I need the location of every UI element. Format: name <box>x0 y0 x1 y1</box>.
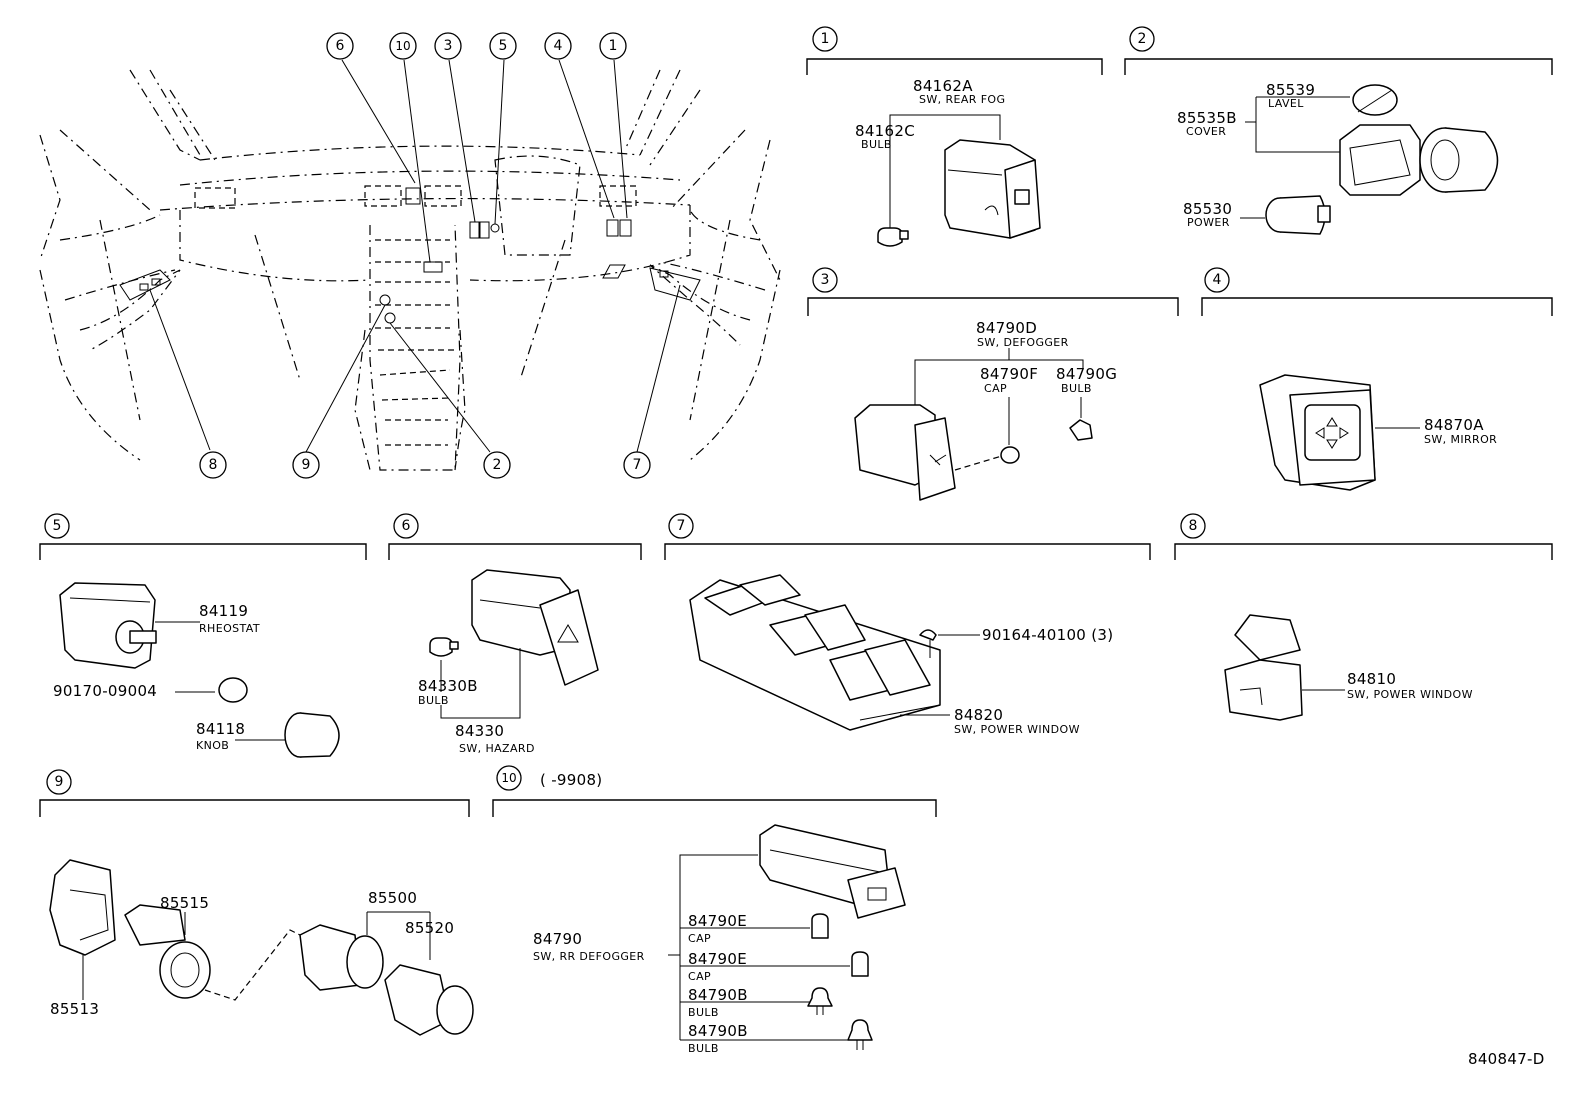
svg-text:84870A: 84870A <box>1424 416 1484 434</box>
svg-text:85530: 85530 <box>1183 200 1232 218</box>
svg-text:2: 2 <box>493 457 502 473</box>
svg-text:POWER: POWER <box>1187 216 1230 229</box>
svg-text:7: 7 <box>633 457 642 473</box>
dashboard-overview <box>39 59 781 471</box>
svg-text:SW, RR DEFOGGER: SW, RR DEFOGGER <box>533 950 645 963</box>
svg-text:KNOB: KNOB <box>196 739 229 752</box>
section-2-power-outlet: 2 85539 LAVEL 85535B COVER 85530 POWER <box>1124 26 1553 235</box>
svg-text:4: 4 <box>554 38 563 54</box>
svg-text:84330B: 84330B <box>418 677 478 695</box>
svg-text:5: 5 <box>53 518 62 534</box>
svg-text:CAP: CAP <box>984 382 1007 395</box>
svg-text:84790F: 84790F <box>980 365 1038 383</box>
svg-text:BULB: BULB <box>688 1042 719 1055</box>
svg-text:84162C: 84162C <box>855 122 915 140</box>
svg-text:9: 9 <box>302 457 311 473</box>
svg-text:84330: 84330 <box>455 722 504 740</box>
svg-text:1: 1 <box>821 31 830 47</box>
svg-text:90164-40100 (3): 90164-40100 (3) <box>982 626 1113 644</box>
svg-text:84790G: 84790G <box>1056 365 1117 383</box>
svg-text:84119: 84119 <box>199 602 248 620</box>
callout-7: 7 <box>623 451 651 479</box>
svg-text:5: 5 <box>499 38 508 54</box>
section-9-cigarette-lighter: 9 85513 85515 85500 85520 <box>39 769 474 1036</box>
section-6-hazard-switch: 6 84330B BULB 84330 SW, HAZARD <box>388 513 642 755</box>
svg-text:1: 1 <box>609 38 618 54</box>
callout-8: 8 <box>199 451 227 479</box>
svg-text:3: 3 <box>821 272 830 288</box>
svg-text:CAP: CAP <box>688 932 711 945</box>
svg-text:LAVEL: LAVEL <box>1268 97 1304 110</box>
svg-text:SW, POWER WINDOW: SW, POWER WINDOW <box>1347 688 1473 701</box>
svg-text:COVER: COVER <box>1186 125 1226 138</box>
svg-text:BULB: BULB <box>861 138 892 151</box>
callout-2: 2 <box>483 451 511 479</box>
svg-text:10: 10 <box>395 39 410 53</box>
svg-text:SW, HAZARD: SW, HAZARD <box>459 742 535 755</box>
svg-text:85513: 85513 <box>50 1000 99 1018</box>
svg-text:6: 6 <box>336 38 345 54</box>
svg-text:85520: 85520 <box>405 919 454 937</box>
callout-6: 6 <box>326 32 354 60</box>
svg-text:3: 3 <box>444 38 453 54</box>
section-5-rheostat: 5 84119 RHEOSTAT 90170-09004 84118 KNOB <box>39 513 367 758</box>
svg-text:8: 8 <box>1189 518 1198 534</box>
svg-text:8: 8 <box>209 457 218 473</box>
svg-text:SW, REAR FOG: SW, REAR FOG <box>919 93 1005 106</box>
svg-text:84790B: 84790B <box>688 1022 748 1040</box>
svg-text:( -9908): ( -9908) <box>540 771 602 789</box>
svg-text:BULB: BULB <box>418 694 449 707</box>
svg-text:85500: 85500 <box>368 889 417 907</box>
section-8-power-window-switch: 8 84810 SW, POWER WINDOW <box>1174 513 1553 721</box>
svg-text:85535B: 85535B <box>1177 109 1237 127</box>
section-4-mirror-switch: 4 84870A SW, MIRROR <box>1201 267 1553 491</box>
svg-text:84790E: 84790E <box>688 912 747 930</box>
section-1-rear-fog-switch: 1 84162A SW, REAR FOG 84162C BULB <box>806 26 1103 247</box>
svg-text:84790E: 84790E <box>688 950 747 968</box>
svg-text:84790B: 84790B <box>688 986 748 1004</box>
svg-text:85515: 85515 <box>160 894 209 912</box>
callout-1: 1 <box>599 32 627 60</box>
svg-text:90170-09004: 90170-09004 <box>53 682 157 700</box>
svg-text:BULB: BULB <box>688 1006 719 1019</box>
svg-text:CAP: CAP <box>688 970 711 983</box>
callout-10: 10 <box>389 32 417 60</box>
svg-text:84810: 84810 <box>1347 670 1396 688</box>
section-7-master-power-window: 7 90164-40100 (3) 84820 SW, POWER WINDOW <box>664 513 1151 736</box>
svg-text:10: 10 <box>501 771 516 785</box>
svg-text:84162A: 84162A <box>913 77 973 95</box>
svg-text:84820: 84820 <box>954 706 1003 724</box>
svg-text:7: 7 <box>677 518 686 534</box>
svg-text:SW, POWER WINDOW: SW, POWER WINDOW <box>954 723 1080 736</box>
svg-text:4: 4 <box>1213 272 1222 288</box>
svg-text:84118: 84118 <box>196 720 245 738</box>
callout-4: 4 <box>544 32 572 60</box>
section-10-rr-defogger: 10 ( -9908) 84790 SW, RR DEFOGGER 84790E… <box>492 765 937 1055</box>
svg-text:9: 9 <box>55 774 64 790</box>
callout-3: 3 <box>434 32 462 60</box>
svg-text:84790D: 84790D <box>976 319 1037 337</box>
svg-text:85539: 85539 <box>1266 81 1315 99</box>
svg-text:84790: 84790 <box>533 930 582 948</box>
svg-text:6: 6 <box>402 518 411 534</box>
svg-text:SW, DEFOGGER: SW, DEFOGGER <box>977 336 1069 349</box>
diagram-id: 840847-D <box>1468 1050 1545 1068</box>
svg-text:SW, MIRROR: SW, MIRROR <box>1424 433 1497 446</box>
callout-5: 5 <box>489 32 517 60</box>
overview-callouts: 6 10 3 5 4 1 8 9 2 7 <box>199 32 651 479</box>
svg-text:2: 2 <box>1138 31 1147 47</box>
section-3-defogger-switch: 3 84790D SW, DEFOGGER 84790F CAP 84790G … <box>807 267 1179 501</box>
svg-text:RHEOSTAT: RHEOSTAT <box>199 622 260 635</box>
svg-text:BULB: BULB <box>1061 382 1092 395</box>
callout-9: 9 <box>292 451 320 479</box>
